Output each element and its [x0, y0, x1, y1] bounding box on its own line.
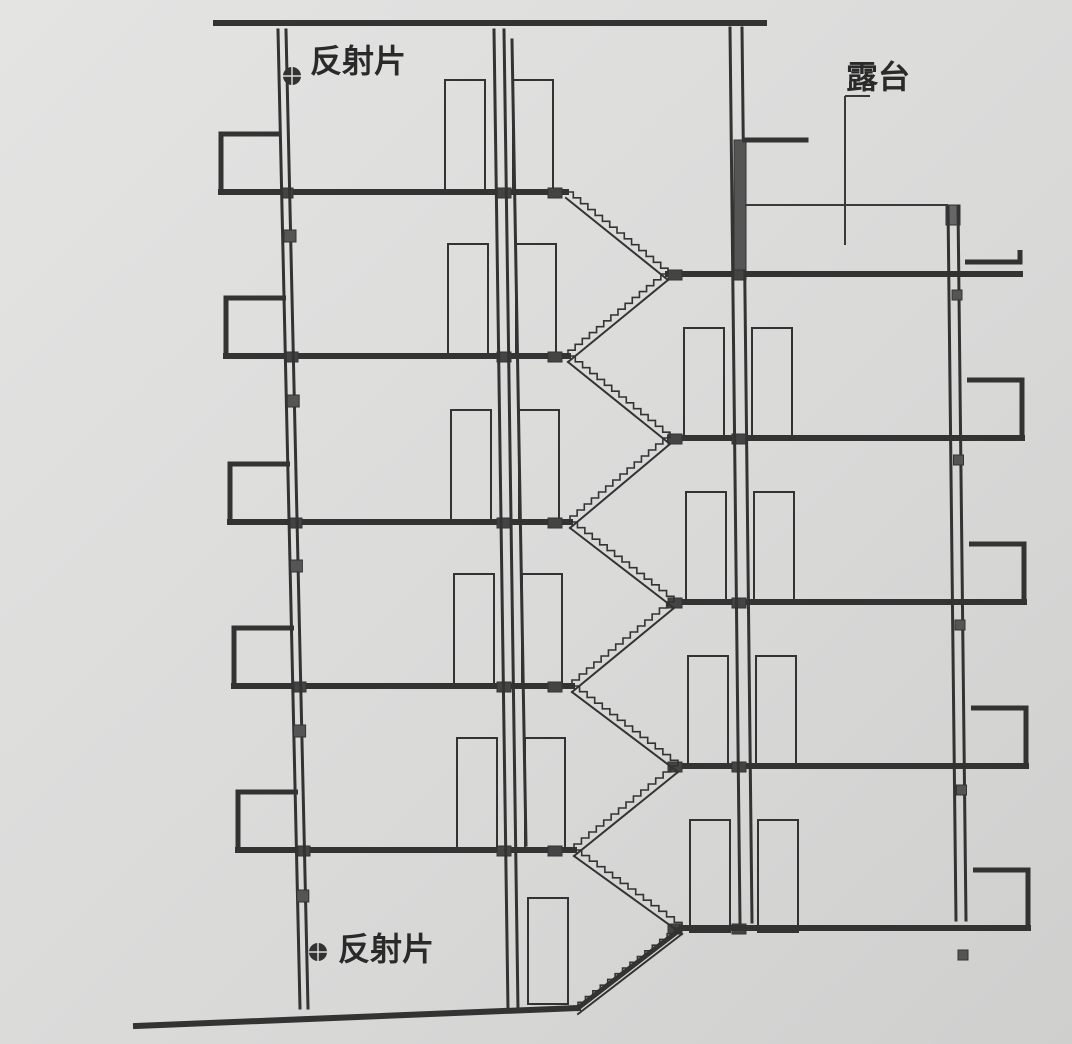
- stair-flight: [566, 191, 669, 274]
- beam: [547, 351, 563, 363]
- door: [444, 79, 486, 191]
- parapet: [965, 250, 1023, 265]
- terrace-label: 露台: [846, 58, 910, 96]
- stair-stringer: [566, 278, 670, 364]
- balcony: [967, 377, 1025, 438]
- window-mark: [293, 724, 307, 738]
- interior-wall: [510, 38, 528, 847]
- stair-stringer: [564, 196, 670, 282]
- balcony: [973, 867, 1031, 928]
- balcony: [971, 705, 1029, 766]
- beam: [496, 187, 512, 199]
- window-mark: [957, 949, 969, 961]
- beam: [547, 187, 563, 199]
- beam: [667, 433, 683, 445]
- door: [450, 409, 492, 521]
- door: [527, 897, 569, 1005]
- reflector-icon: [309, 943, 327, 961]
- exterior-wall: [284, 28, 310, 1010]
- door: [757, 819, 799, 933]
- beam: [496, 517, 512, 529]
- balcony: [969, 541, 1027, 602]
- stair-stringer: [568, 442, 672, 530]
- window-mark: [286, 394, 300, 408]
- beam: [667, 597, 683, 609]
- exterior-wall: [956, 204, 968, 922]
- interior-wall: [728, 26, 742, 924]
- window-mark: [951, 289, 963, 301]
- balcony: [218, 131, 281, 192]
- terrace-leader: [745, 95, 948, 245]
- stair-flight: [568, 355, 671, 438]
- balcony: [231, 625, 294, 686]
- balcony: [223, 295, 286, 356]
- exterior-wall: [946, 204, 958, 922]
- stair-stringer: [570, 606, 676, 694]
- stair-flight: [569, 437, 670, 522]
- window-mark: [283, 229, 297, 243]
- stair-flight: [574, 849, 683, 928]
- ground-line: [132, 1004, 582, 1030]
- stair-flight: [570, 521, 675, 602]
- stair-stringer: [568, 526, 676, 610]
- ground-slope: [574, 924, 686, 1012]
- stair-flight: [573, 765, 678, 850]
- stair-stringer: [572, 770, 680, 858]
- beam: [667, 761, 683, 773]
- wall-fill: [733, 139, 747, 271]
- interior-wall: [492, 28, 510, 1012]
- beam: [731, 597, 747, 609]
- window-mark: [956, 784, 967, 796]
- beam: [667, 269, 683, 281]
- exterior-wall: [276, 28, 302, 1010]
- reflector-icon: [283, 67, 301, 85]
- stair-flight: [572, 685, 679, 766]
- window-mark: [953, 454, 964, 466]
- interior-wall: [502, 28, 520, 1012]
- stair-flight: [567, 273, 668, 356]
- stair-flight: [571, 601, 674, 686]
- building-structure: [132, 20, 1031, 1030]
- door: [447, 243, 489, 355]
- door: [689, 819, 731, 933]
- door: [453, 573, 495, 685]
- beam: [547, 517, 563, 529]
- beam: [496, 351, 512, 363]
- balcony: [235, 789, 298, 850]
- door: [456, 737, 498, 849]
- stair-stringer: [572, 854, 684, 936]
- window-mark: [289, 559, 303, 573]
- window-mark: [954, 619, 966, 631]
- balcony: [227, 461, 290, 522]
- stair-stringer: [576, 932, 684, 1016]
- beam: [496, 845, 512, 857]
- reflector-label-top: 反射片: [310, 42, 406, 80]
- beam: [547, 681, 563, 693]
- stair-stringer: [566, 360, 672, 446]
- reflector-label-bottom: 反射片: [338, 930, 434, 968]
- stair-stringer: [570, 690, 680, 774]
- beam: [547, 845, 563, 857]
- window-mark: [296, 889, 310, 903]
